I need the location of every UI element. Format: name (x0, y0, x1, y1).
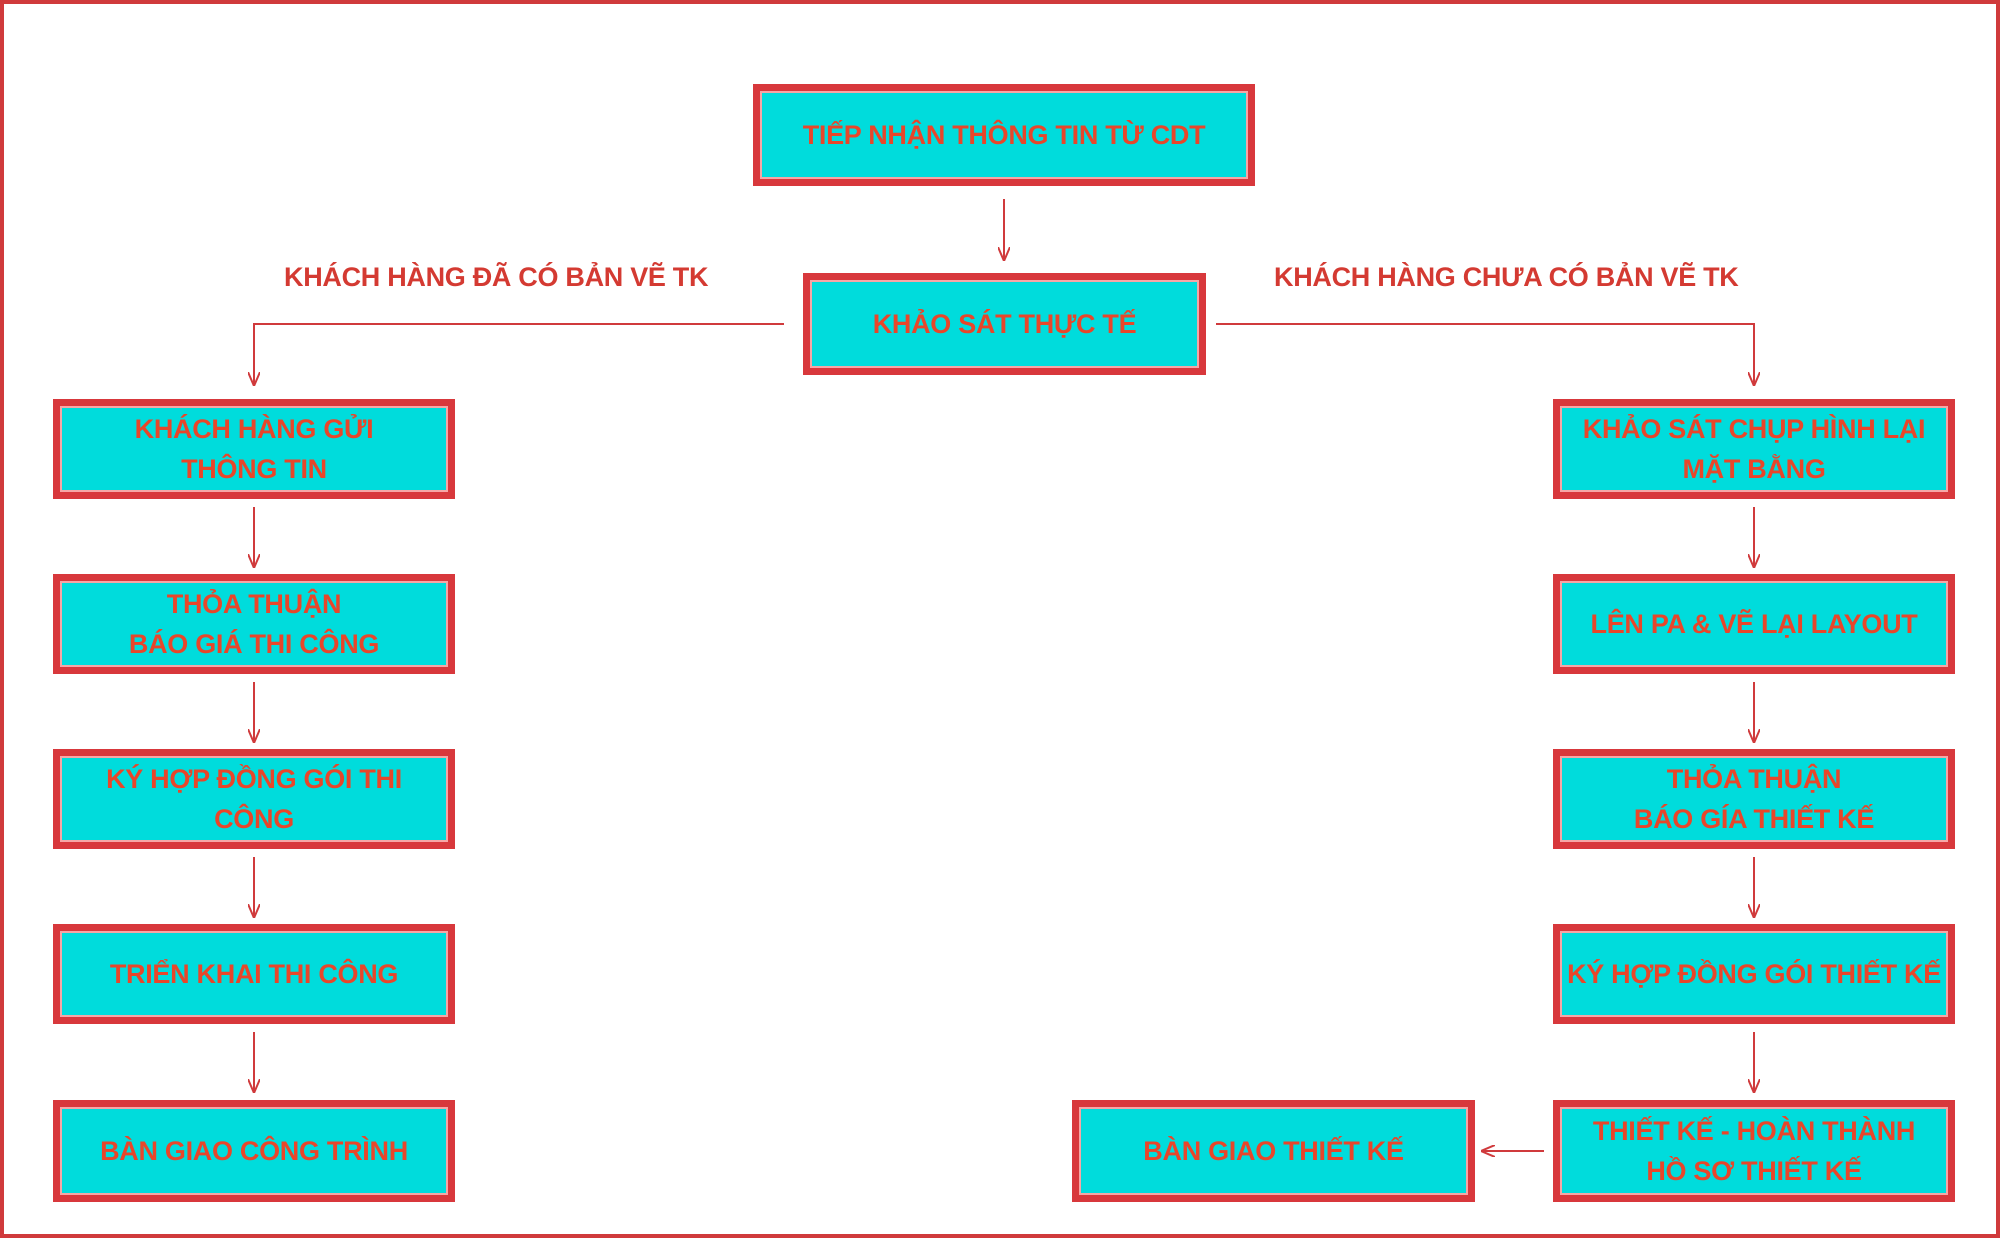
branch-label-left: KHÁCH HÀNG ĐÃ CÓ BẢN VẼ TK (284, 262, 709, 292)
node-carry-out-construction[interactable]: TRIỂN KHAI THI CÔNG (53, 924, 455, 1024)
node-site-survey[interactable]: KHẢO SÁT THỰC TẾ (803, 273, 1206, 375)
branch-label-right: KHÁCH HÀNG CHƯA CÓ BẢN VẼ TK (1274, 262, 1739, 292)
node-handover-project[interactable]: BÀN GIAO CÔNG TRÌNH (53, 1100, 455, 1202)
node-agree-construction-quote[interactable]: THỎA THUẬN BÁO GIÁ THI CÔNG (53, 574, 455, 674)
node-survey-photograph-site[interactable]: KHẢO SÁT CHỤP HÌNH LẠI MẶT BẰNG (1553, 399, 1955, 499)
node-handover-design[interactable]: BÀN GIAO THIẾT KẾ (1072, 1100, 1475, 1202)
node-sign-design-contract[interactable]: KÝ HỢP ĐỒNG GÓI THIẾT KẾ (1553, 924, 1955, 1024)
node-agree-design-quote[interactable]: THỎA THUẬN BÁO GÍA THIẾT KẾ (1553, 749, 1955, 849)
node-complete-design-docs[interactable]: THIẾT KẾ - HOÀN THÀNH HỒ SƠ THIẾT KẾ (1553, 1100, 1955, 1202)
connectors (4, 199, 2000, 1242)
node-sign-construction-contract[interactable]: KÝ HỢP ĐỒNG GÓI THI CÔNG (53, 749, 455, 849)
branch-line-right (1216, 323, 1754, 385)
node-plan-redraw-layout[interactable]: LÊN PA & VẼ LẠI LAYOUT (1553, 574, 1955, 674)
node-customer-sends-info[interactable]: KHÁCH HÀNG GỬI THÔNG TIN (53, 399, 455, 499)
node-receive-info[interactable]: TIẾP NHẬN THÔNG TIN TỪ CDT (753, 84, 1255, 186)
branch-line-left (254, 323, 784, 385)
